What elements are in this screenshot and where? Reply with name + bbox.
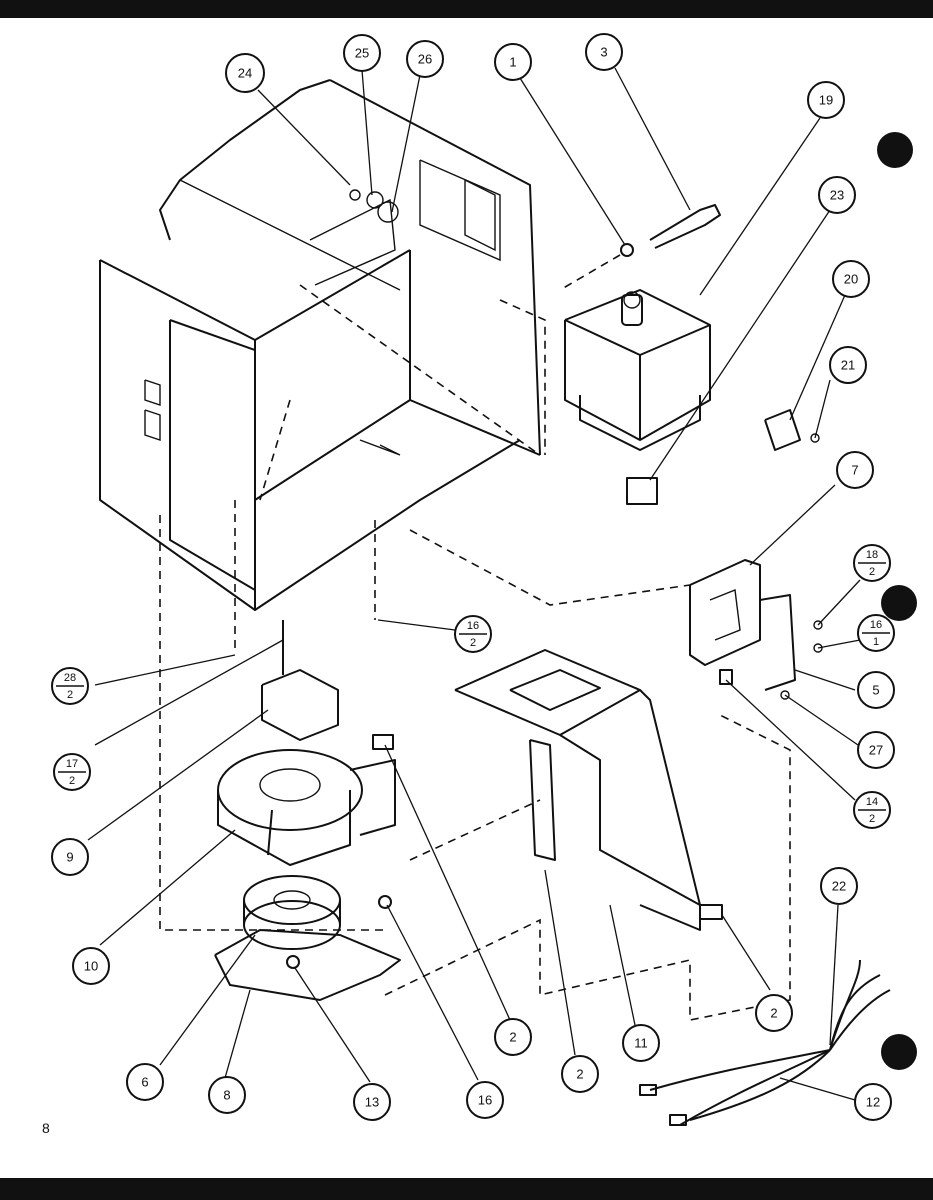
fraction-numerator: 16 bbox=[870, 619, 882, 631]
callout-label: 12 bbox=[866, 1095, 880, 1110]
leader-lines bbox=[87, 67, 861, 1101]
callout-13: 13 bbox=[353, 1083, 391, 1121]
fraction-numerator: 14 bbox=[866, 796, 878, 808]
top-scan-edge bbox=[0, 0, 933, 18]
callout-26: 26 bbox=[406, 40, 444, 78]
callout-label: 2 bbox=[576, 1067, 583, 1082]
callout-20: 20 bbox=[832, 260, 870, 298]
fan-and-plate bbox=[214, 875, 401, 1001]
magnetron-assembly bbox=[564, 289, 711, 505]
page-number: 8 bbox=[42, 1120, 50, 1136]
bottom-scan-edge bbox=[0, 1178, 933, 1200]
callout-label: 27 bbox=[869, 743, 883, 758]
fraction-numerator: 16 bbox=[467, 620, 479, 632]
callout-label: 1 bbox=[509, 55, 516, 70]
callout-21: 21 bbox=[829, 346, 867, 384]
air-guide bbox=[454, 649, 723, 931]
callout-25: 25 bbox=[343, 34, 381, 72]
callout-7: 7 bbox=[836, 451, 874, 489]
control-bracket bbox=[689, 559, 823, 700]
callout-12: 12 bbox=[854, 1083, 892, 1121]
small-parts bbox=[620, 204, 820, 451]
callout-5: 5 bbox=[857, 671, 895, 709]
fraction-numerator: 18 bbox=[866, 549, 878, 561]
assembly-dashed-lines bbox=[159, 254, 791, 1021]
callout-27: 27 bbox=[857, 731, 895, 769]
callout-label: 11 bbox=[634, 1036, 648, 1051]
registration-marks bbox=[877, 132, 917, 1070]
callout-11: 11 bbox=[622, 1024, 660, 1062]
callout-label: 21 bbox=[841, 358, 855, 373]
fraction-callout-14-2: 14 2 bbox=[853, 791, 891, 829]
callout-label: 6 bbox=[141, 1075, 148, 1090]
callout-label: 3 bbox=[600, 45, 607, 60]
callout-label: 2 bbox=[509, 1030, 516, 1045]
callout-22: 22 bbox=[820, 867, 858, 905]
callout-label: 20 bbox=[844, 272, 858, 287]
fraction-numerator: 28 bbox=[64, 672, 76, 684]
callout-2-left: 2 bbox=[494, 1018, 532, 1056]
callout-label: 24 bbox=[238, 66, 252, 81]
callout-3: 3 bbox=[585, 33, 623, 71]
callout-label: 2 bbox=[770, 1006, 777, 1021]
fraction-denominator: 1 bbox=[873, 636, 879, 648]
callout-label: 23 bbox=[830, 188, 844, 203]
callout-label: 9 bbox=[66, 850, 73, 865]
callout-16: 16 bbox=[466, 1081, 504, 1119]
callout-label: 8 bbox=[223, 1088, 230, 1103]
fraction-denominator: 2 bbox=[869, 813, 875, 825]
callout-2-middle: 2 bbox=[561, 1055, 599, 1093]
thermal-cutout-part bbox=[626, 477, 658, 505]
fraction-callout-18-2: 18 2 bbox=[853, 544, 891, 582]
callout-19: 19 bbox=[807, 81, 845, 119]
fraction-numerator: 17 bbox=[66, 758, 78, 770]
callout-10: 10 bbox=[72, 947, 110, 985]
callout-label: 5 bbox=[872, 683, 879, 698]
fraction-callout-17-2: 17 2 bbox=[53, 753, 91, 791]
callout-9: 9 bbox=[51, 838, 89, 876]
callout-1: 1 bbox=[494, 43, 532, 81]
callout-6: 6 bbox=[126, 1063, 164, 1101]
callout-label: 22 bbox=[832, 879, 846, 894]
fraction-callout-16-1: 16 1 bbox=[857, 614, 895, 652]
callout-label: 10 bbox=[84, 959, 98, 974]
fraction-callout-28-2: 28 2 bbox=[51, 667, 89, 705]
fraction-denominator: 2 bbox=[69, 775, 75, 787]
callout-label: 16 bbox=[478, 1093, 492, 1108]
fraction-callout-16-2: 16 2 bbox=[454, 615, 492, 653]
wire-harness bbox=[639, 959, 891, 1126]
fraction-denominator: 2 bbox=[869, 566, 875, 578]
callout-label: 25 bbox=[355, 46, 369, 61]
callout-label: 19 bbox=[819, 93, 833, 108]
callout-label: 7 bbox=[851, 463, 858, 478]
fraction-denominator: 2 bbox=[67, 689, 73, 701]
callout-2-right: 2 bbox=[755, 994, 793, 1032]
callout-8: 8 bbox=[208, 1076, 246, 1114]
fraction-denominator: 2 bbox=[470, 637, 476, 649]
callout-label: 26 bbox=[418, 52, 432, 67]
cabinet-frame bbox=[99, 79, 541, 611]
callout-24: 24 bbox=[225, 53, 265, 93]
blower-assembly bbox=[217, 620, 396, 866]
callout-23: 23 bbox=[818, 176, 856, 214]
callout-label: 13 bbox=[365, 1095, 379, 1110]
